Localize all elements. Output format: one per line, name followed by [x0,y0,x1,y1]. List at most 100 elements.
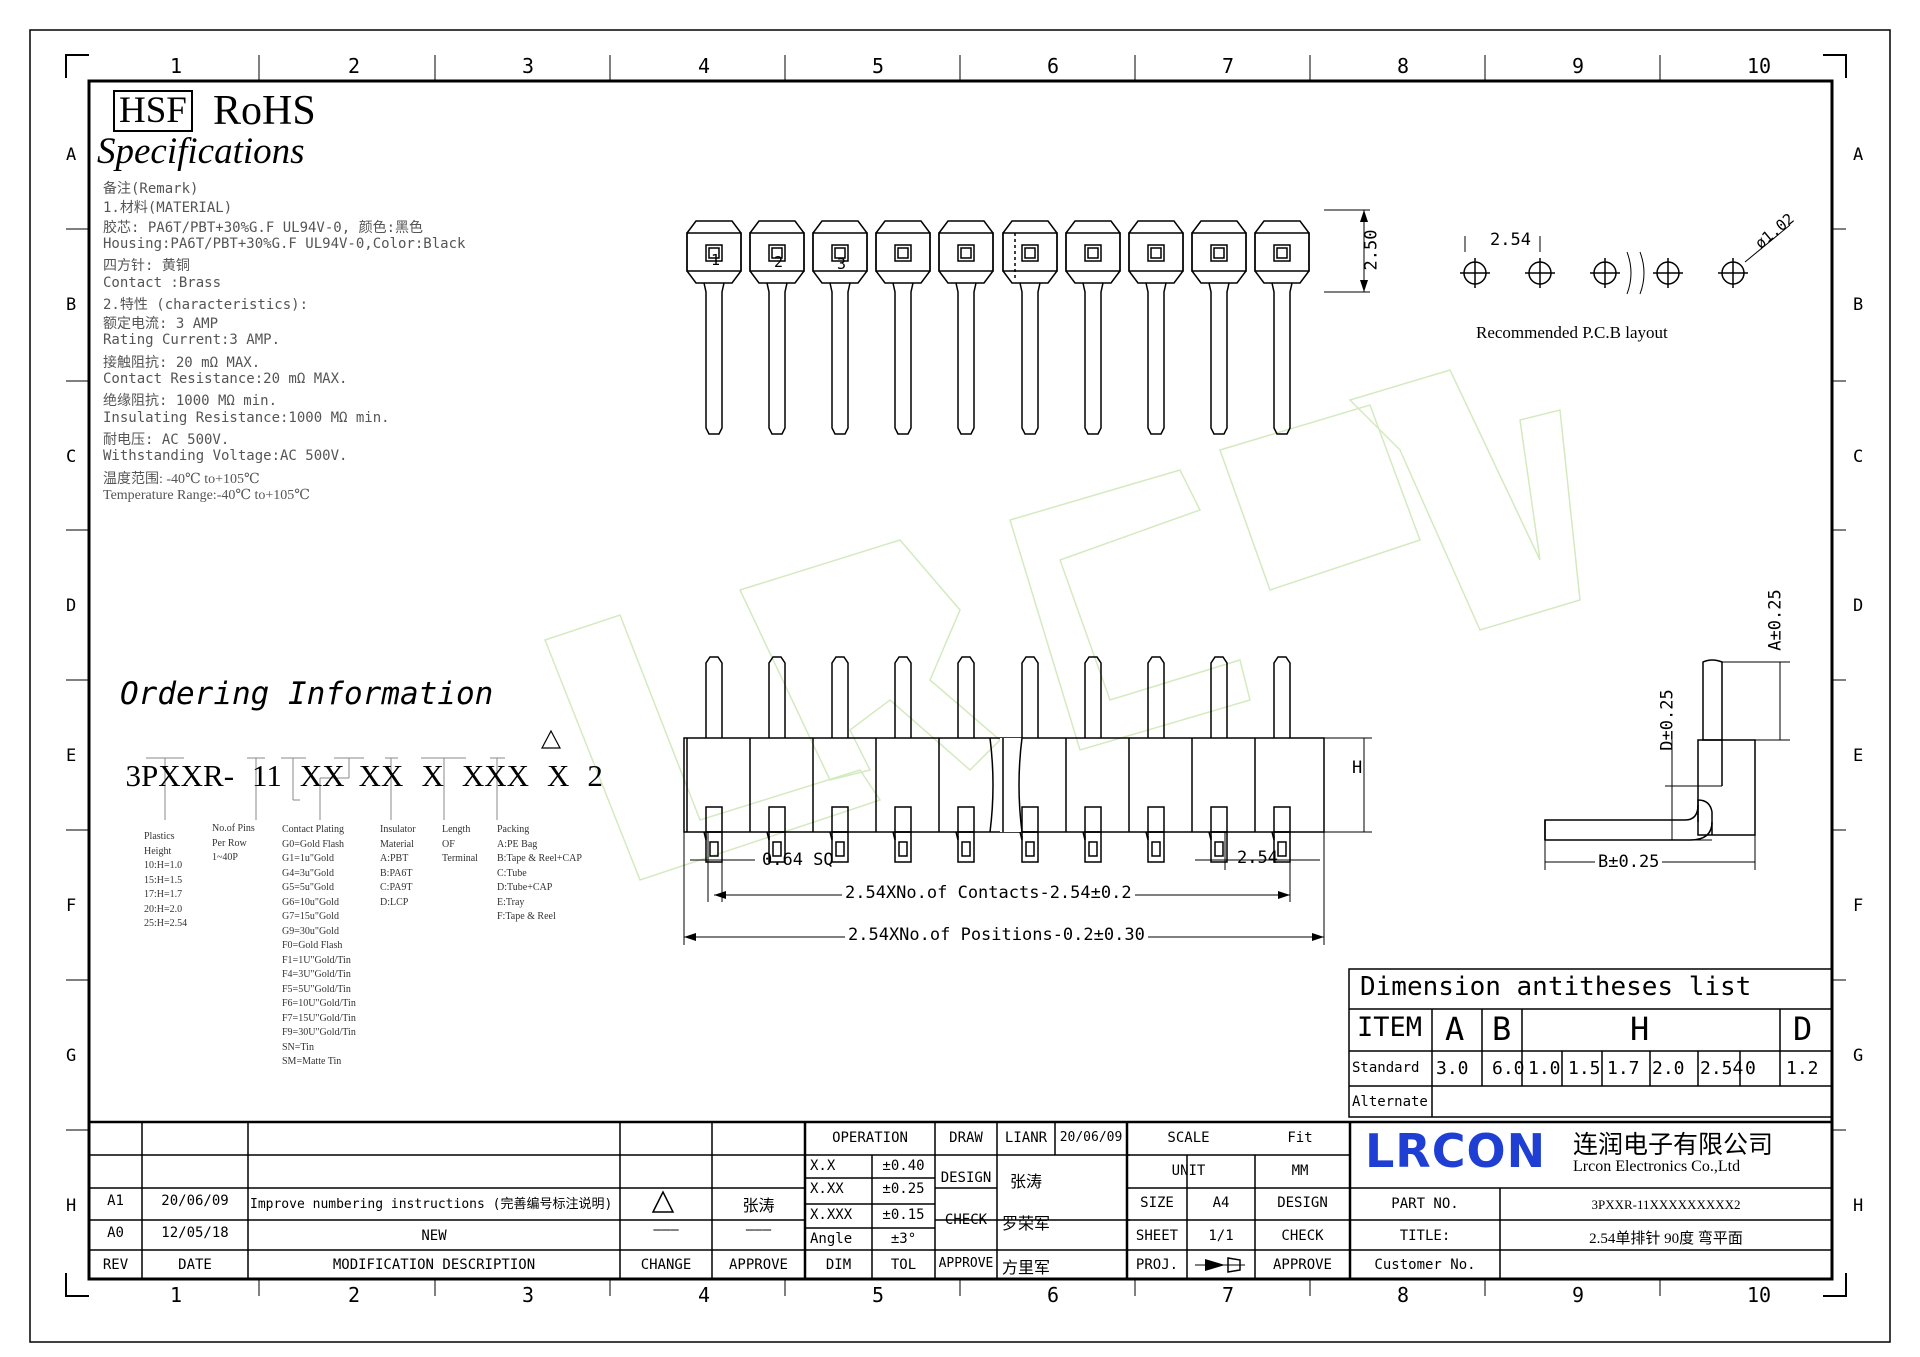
dim-H: H [1352,758,1363,778]
outer-frame [29,29,1891,1343]
table-d-header: D [1793,1010,1813,1048]
code-pins: 11 [252,758,282,793]
column-label-bottom-5: 5 [872,1283,885,1307]
column-label-bottom-3: 3 [522,1283,535,1307]
terminal-length-label: Length OF Terminal [442,824,478,864]
column-label-top-9: 9 [1572,54,1585,78]
column-label-top-7: 7 [1222,54,1235,78]
header-pin-front [686,656,723,863]
rev-row-2-rev: A0 [107,1225,124,1241]
table-standard-value: 1.7 [1607,1058,1640,1079]
spec-line: Housing:PA6T/PBT+30%G.F UL94V-0,Color:Bl… [103,235,466,252]
column-label-top-4: 4 [698,54,711,78]
dimension-table-title: Dimension antitheses list [1360,972,1752,1002]
header-pin-front [875,656,912,863]
column-label-bottom-4: 4 [698,1283,711,1307]
row-label-left-H: H [66,1196,77,1216]
company-name-cn: 连润电子有限公司 [1573,1130,1774,1159]
draw-label: DRAW [949,1130,983,1146]
tolerance-dim: X.XX [810,1181,844,1197]
rev-row-1-rev: A1 [107,1193,124,1209]
header-pin-front [1254,656,1291,863]
unit-value: MM [1291,1163,1309,1179]
table-alternate-label: Alternate [1352,1094,1428,1110]
code-plating: XX [358,758,404,793]
pin-number-3: 3 [837,255,847,273]
company-logo-text: LRCON [1365,1124,1547,1178]
header-pin-top [1065,220,1121,435]
column-label-top-5: 5 [872,54,885,78]
header-pin-top [812,220,868,435]
spec-line: Temperature Range:-40℃ to+105℃ [103,487,310,503]
tolerance-value: ±3° [890,1231,917,1247]
part-no-label: PART NO. [1391,1196,1459,1212]
table-standard-value: 0 [1745,1058,1756,1079]
rev-row-1-approve: 张涛 [742,1196,775,1215]
company-name-en: Lrcon Electronics Co.,Ltd [1573,1158,1741,1175]
header-pin-front [749,656,786,863]
table-h-header: H [1630,1010,1650,1048]
table-standard-value: 1.5 [1568,1058,1601,1079]
header-pin-top [749,220,805,435]
plastics-height-label: Plastics Height 10:H=1.0 15:H=1.5 17:H=1… [144,831,188,929]
rev-row-2-date: 12/05/18 [161,1225,229,1241]
scale-value: Fit [1287,1130,1313,1146]
row-label-right-G: G [1853,1046,1864,1066]
column-label-bottom-7: 7 [1222,1283,1235,1307]
header-pin-top [875,220,931,435]
rev-row-1-date: 20/06/09 [161,1193,229,1209]
spec-line: 四方针: 黄铜 [103,258,190,275]
table-standard-value: 3.0 [1436,1058,1469,1079]
rev-row-2-change: ——— [653,1222,679,1238]
meta-approve-label: APPROVE [1272,1257,1332,1273]
row-label-right-B: B [1853,295,1864,315]
ordering-title: Ordering Information [120,676,494,712]
spec-line: 1.材料(MATERIAL) [103,200,233,217]
tolerance-value: ±0.15 [882,1207,925,1223]
code-insulator: X [421,758,444,793]
row-label-left-B: B [66,295,77,315]
pin-number-2: 2 [774,253,784,271]
projection-label: PROJ. [1135,1257,1179,1273]
row-label-right-D: D [1853,596,1864,616]
row-label-left-A: A [66,145,77,165]
page-title: Specifications [97,131,305,172]
spec-line: Contact :Brass [103,274,222,291]
table-a-header: A [1445,1010,1465,1048]
check-label: CHECK [944,1212,988,1228]
row-label-right-H: H [1853,1196,1864,1216]
header-pin-top [1254,220,1310,435]
pin-number-1: 1 [711,251,721,269]
column-label-top-2: 2 [348,54,361,78]
tolerance-dim: X.X [810,1158,836,1174]
pcb-layout [1460,224,1791,295]
rohs-label: RoHS [213,88,316,134]
row-label-left-F: F [66,896,77,916]
header-pin-top [1002,220,1058,435]
spec-line: 温度范围: -40℃ to+105℃ [103,471,260,487]
column-label-top-10: 10 [1747,54,1772,78]
side-dim-B: B±0.25 [1595,852,1663,872]
table-standard-value: 2.0 [1652,1058,1685,1079]
spec-line: 2.特性 (characteristics): [103,296,309,313]
corner-marks [65,54,1847,1297]
row-label-left-C: C [66,447,77,467]
header-pin-top [1191,220,1247,435]
tolerance-title: OPERATION [832,1130,908,1146]
rev-row-2-desc: NEW [421,1228,447,1244]
column-label-bottom-2: 2 [348,1283,361,1307]
spec-line: 绝缘阻抗: 1000 MΩ min. [103,393,278,410]
change-header: CHANGE [640,1257,692,1273]
design-name: 张涛 [1009,1172,1042,1191]
column-label-bottom-6: 6 [1047,1283,1060,1307]
approve-name: 方里军 [1001,1258,1050,1277]
side-dim-A: A±0.25 [1765,589,1786,651]
pins-per-row-label: No.of Pins Per Row 1~40P [212,823,255,863]
code-length: XXX [461,758,529,793]
spec-line: Rating Current:3 AMP. [103,332,281,349]
spec-line: 胶芯: PA6T/PBT+30%G.F UL94V-0, 颜色:黑色 [103,219,424,236]
table-standard-value: 1.0 [1528,1058,1561,1079]
column-label-bottom-9: 9 [1572,1283,1585,1307]
row-label-right-F: F [1853,896,1864,916]
